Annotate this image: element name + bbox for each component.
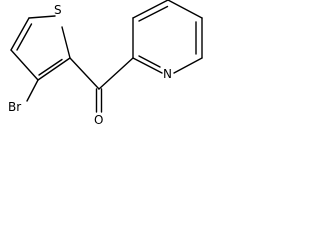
bond-c2-carbonyl (69, 57, 100, 90)
atom-label-oxygen: O (94, 113, 103, 127)
bond-py-n-c2-inner (138, 55, 161, 68)
chemical-structure-diagram: S Br O N (8, 0, 203, 127)
bond-py-c3-c4 (132, 0, 169, 19)
bond-c3-br (26, 79, 39, 102)
atom-label-bromine: Br (8, 100, 21, 114)
bond-c3-c4 (10, 49, 39, 81)
atom-label-sulfur: S (54, 3, 62, 17)
bond-py-c4-c5 (167, 0, 203, 19)
bond-c4-c5-inner (16, 23, 33, 51)
bond-py-c6-n (173, 57, 203, 74)
pyridine-ring (132, 0, 203, 74)
bond-c5-s (28, 15, 56, 19)
bond-c2-c3 (37, 57, 71, 81)
carbonyl-double-bond (95, 88, 103, 113)
bond-c4-c5 (10, 17, 30, 51)
bond-c2-c3-inner (38, 58, 63, 76)
atom-label-nitrogen: N (163, 67, 172, 81)
bond-py-c3-c4-inner (138, 5, 169, 22)
bond-py-n-c2 (132, 57, 163, 74)
bond-carbonyl-pyridine (98, 57, 134, 90)
thiophene-ring (10, 15, 71, 81)
bond-s-c2 (61, 26, 71, 59)
